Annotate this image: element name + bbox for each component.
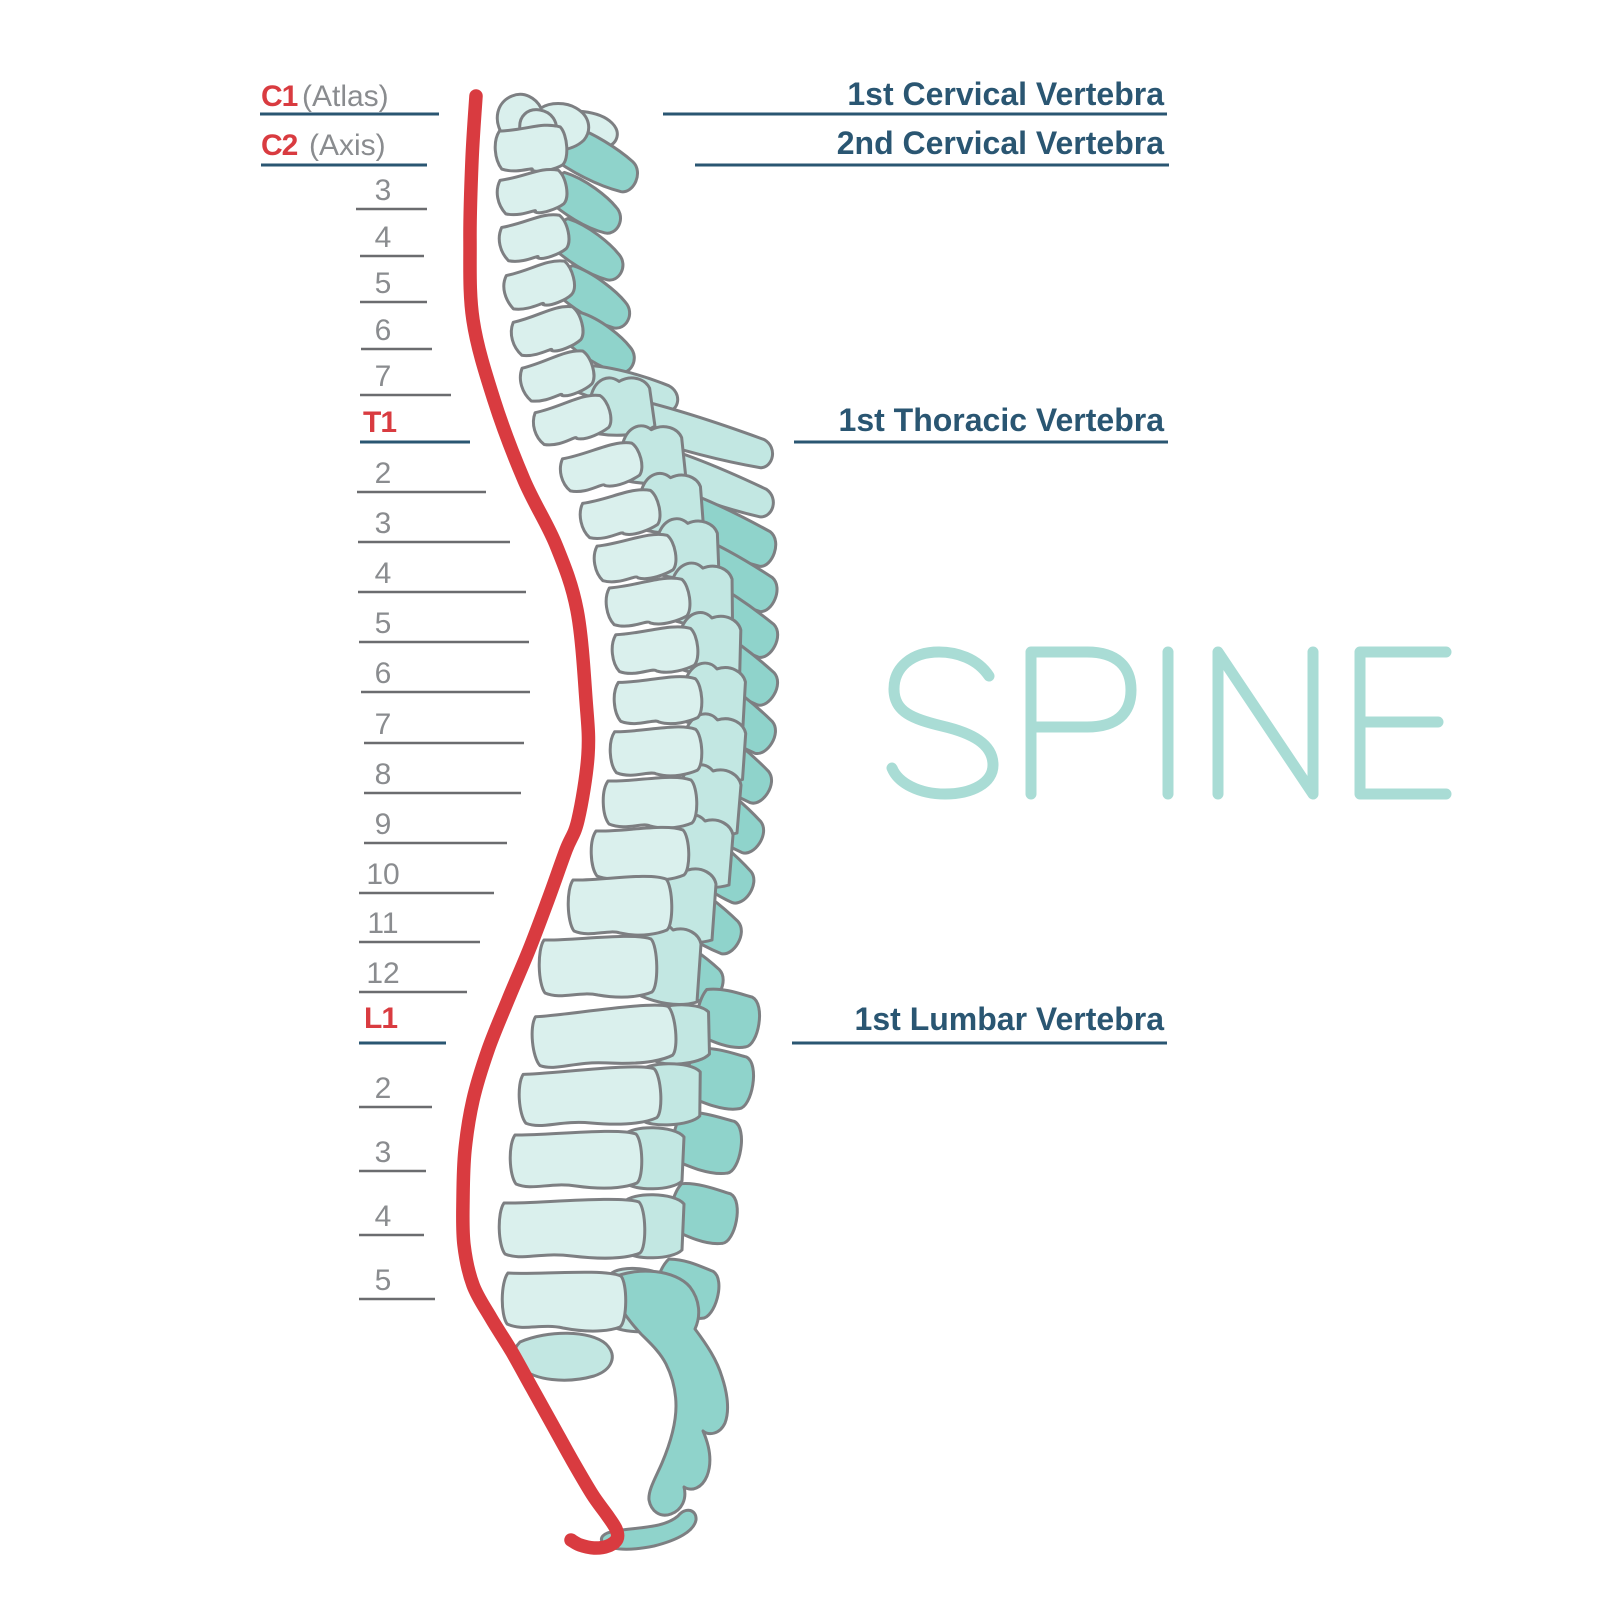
svg-text:3: 3	[375, 507, 392, 540]
svg-text:4: 4	[375, 1200, 392, 1233]
svg-text:12: 12	[366, 957, 399, 990]
svg-text:6: 6	[375, 657, 392, 690]
svg-text:2: 2	[375, 457, 392, 490]
svg-text:(Atlas): (Atlas)	[302, 80, 389, 113]
svg-text:7: 7	[375, 708, 392, 741]
svg-text:11: 11	[367, 907, 398, 940]
svg-text:5: 5	[375, 267, 392, 300]
svg-text:9: 9	[375, 808, 392, 841]
svg-text:6: 6	[375, 314, 392, 347]
svg-text:1st Thoracic Vertebra: 1st Thoracic Vertebra	[839, 402, 1165, 438]
svg-text:4: 4	[375, 221, 392, 254]
svg-text:(Axis): (Axis)	[309, 129, 386, 162]
svg-text:5: 5	[375, 607, 392, 640]
svg-text:3: 3	[375, 1136, 392, 1169]
svg-text:2: 2	[375, 1072, 392, 1105]
svg-text:2nd Cervical Vertebra: 2nd Cervical Vertebra	[837, 125, 1164, 161]
svg-text:1st Cervical Vertebra: 1st Cervical Vertebra	[847, 76, 1164, 112]
svg-text:3: 3	[375, 174, 392, 207]
svg-text:T1: T1	[363, 406, 396, 439]
svg-text:5: 5	[375, 1264, 392, 1297]
svg-text:10: 10	[366, 858, 399, 891]
svg-text:C2: C2	[261, 129, 298, 162]
svg-text:8: 8	[375, 758, 392, 791]
svg-text:C1: C1	[261, 80, 298, 113]
svg-text:7: 7	[375, 360, 392, 393]
svg-text:L1: L1	[364, 1002, 397, 1035]
svg-text:1st Lumbar Vertebra: 1st Lumbar Vertebra	[855, 1001, 1165, 1037]
svg-text:4: 4	[375, 557, 392, 590]
